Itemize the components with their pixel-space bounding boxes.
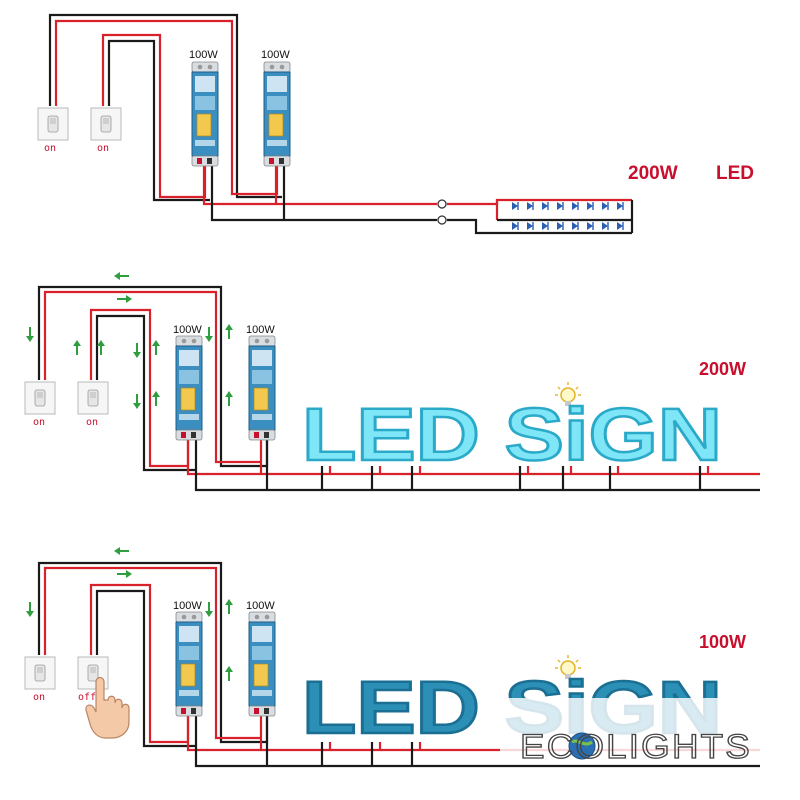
led-driver bbox=[248, 611, 276, 717]
wall-switch bbox=[37, 107, 69, 141]
panel-2: on on 100W 100W 200W LED SiGN bbox=[24, 271, 760, 492]
wall-switch bbox=[90, 107, 122, 141]
driver-wattage-label: 100W bbox=[189, 49, 218, 61]
led-sign-lit: LED SiGN bbox=[302, 393, 722, 476]
led-driver bbox=[248, 335, 276, 441]
led-driver bbox=[263, 61, 291, 167]
switch-state-label: on bbox=[33, 417, 45, 428]
led-strip bbox=[511, 201, 624, 231]
globe-icon bbox=[568, 732, 596, 760]
panel-1: on on 100W 100W 200W LED bbox=[37, 13, 754, 235]
terminal-node bbox=[437, 199, 447, 209]
switch-state-label: on bbox=[33, 692, 45, 703]
output-wattage-label: 200W bbox=[699, 359, 746, 379]
output-wattage-label: 100W bbox=[699, 632, 746, 652]
wall-switch bbox=[24, 381, 56, 415]
driver-wattage-label: 100W bbox=[261, 49, 290, 61]
driver-wattage-label: 100W bbox=[173, 600, 202, 612]
switch-state-label: off bbox=[78, 692, 96, 703]
wall-switch bbox=[24, 656, 56, 690]
terminal-node bbox=[437, 215, 447, 225]
wiring bbox=[37, 285, 760, 492]
wiring bbox=[48, 13, 634, 235]
watermark-backdrop bbox=[500, 698, 762, 764]
wall-switch bbox=[77, 381, 109, 415]
watermark: ECOLIGHTS bbox=[519, 727, 752, 766]
hand-pointer-icon bbox=[85, 676, 130, 739]
wiring bbox=[37, 561, 760, 768]
driver-wattage-label: 100W bbox=[246, 600, 275, 612]
watermark-text: ECOLIGHTS bbox=[520, 728, 752, 766]
driver-wattage-label: 100W bbox=[173, 324, 202, 336]
driver-wattage-label: 100W bbox=[246, 324, 275, 336]
led-driver bbox=[175, 611, 203, 717]
led-driver bbox=[175, 335, 203, 441]
switch-state-label: on bbox=[86, 417, 98, 428]
led-driver bbox=[191, 61, 219, 167]
output-wattage-label: 200W bbox=[628, 163, 678, 184]
switch-state-label: on bbox=[97, 143, 109, 154]
load-label: LED bbox=[716, 163, 754, 184]
switch-state-label: on bbox=[44, 143, 56, 154]
panel-3: on off 100W 100W 100W LED SiGN ECOLIGHTS bbox=[24, 546, 762, 768]
